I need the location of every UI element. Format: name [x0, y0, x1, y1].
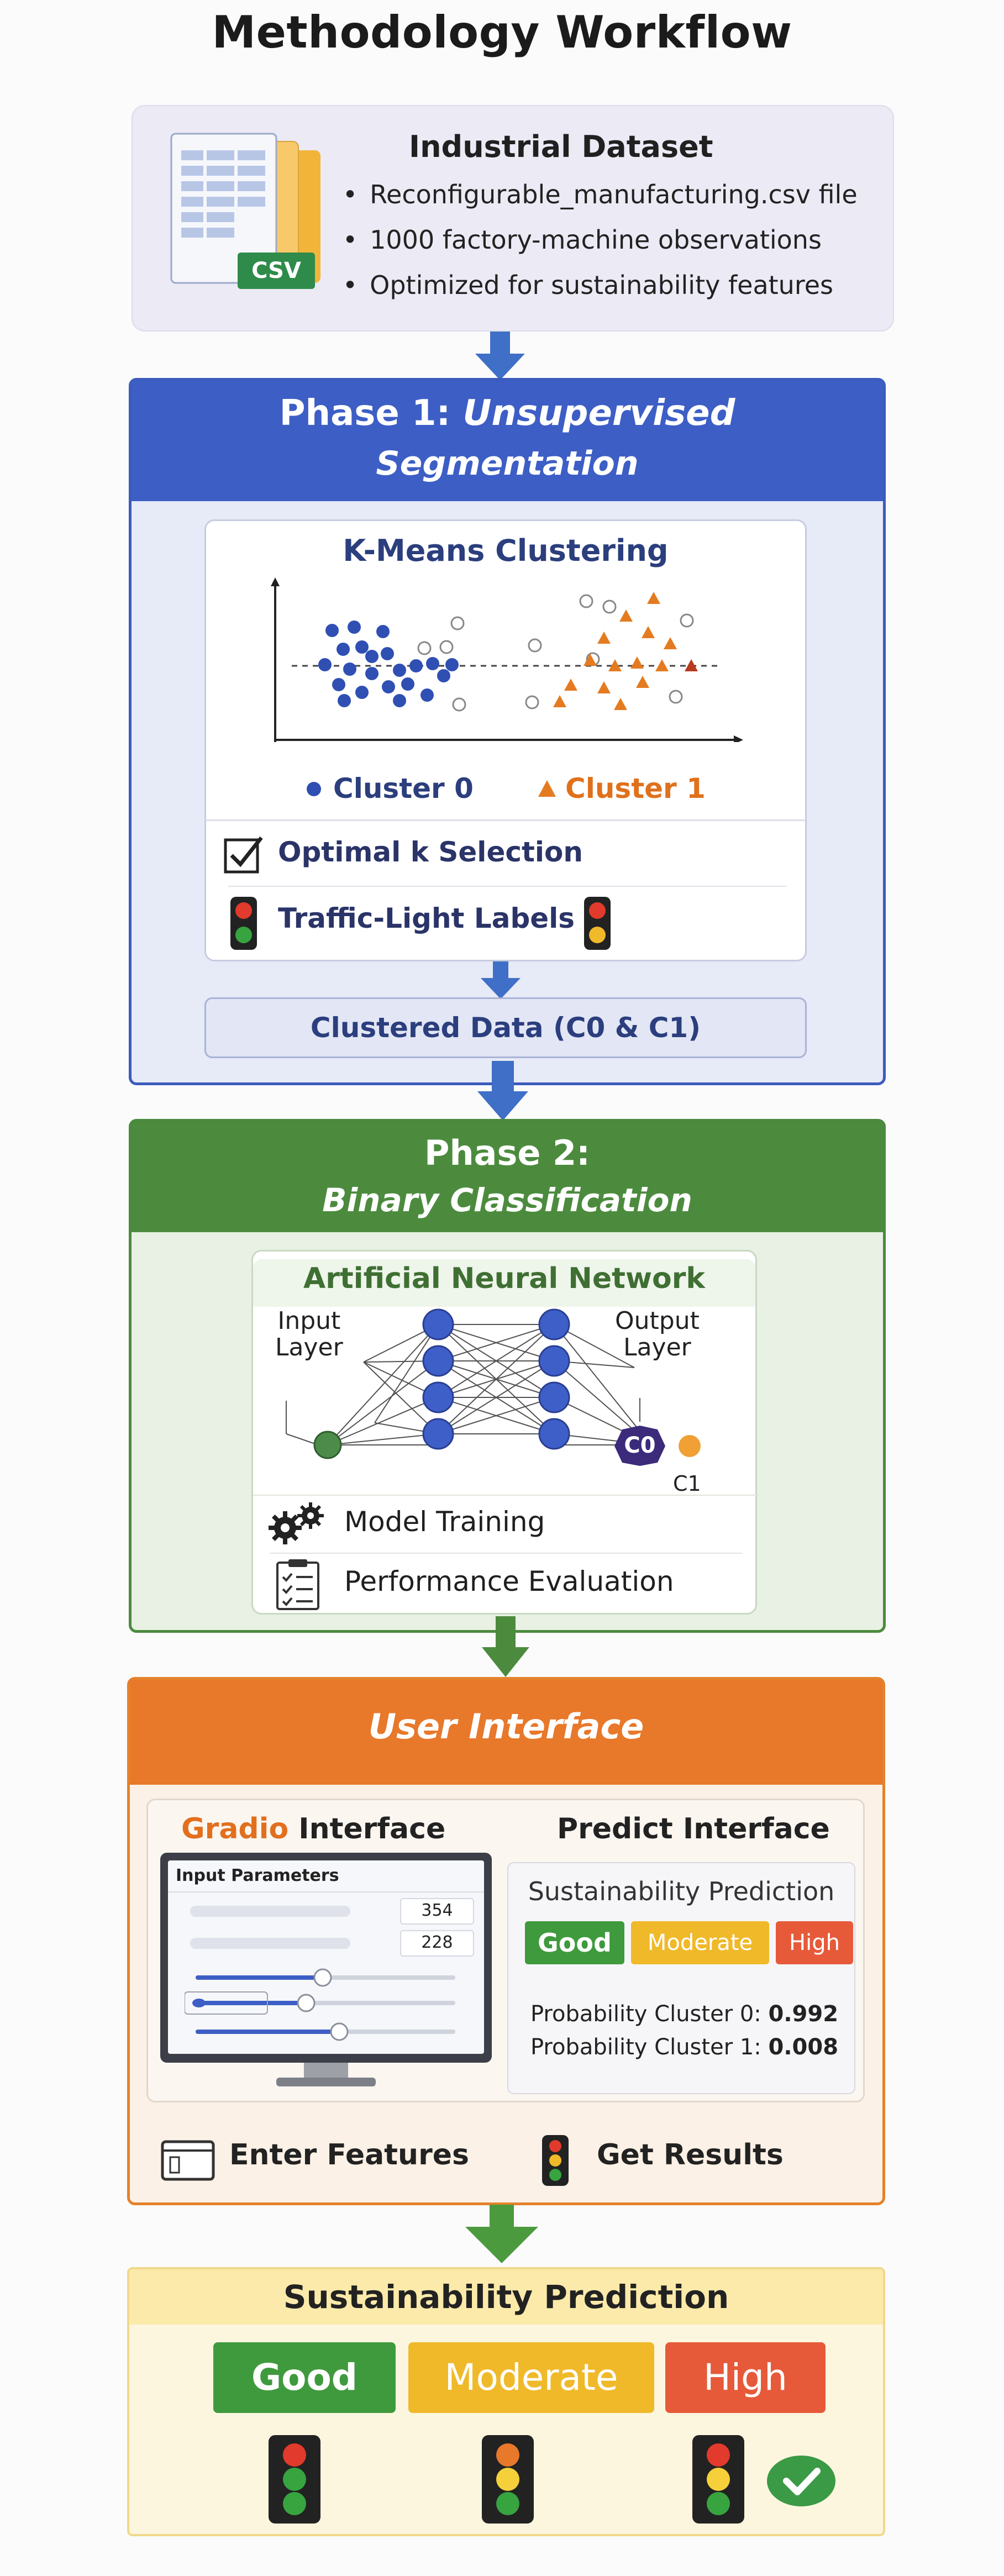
dataset-bullet: Optimized for sustainability features	[343, 269, 858, 302]
field-label-bar	[190, 1906, 350, 1917]
prediction-card-title: Sustainability Prediction	[528, 1876, 835, 1906]
field-label-bar	[190, 1938, 350, 1949]
kmeans-card: K-Means Clustering	[204, 519, 807, 961]
monitor-base	[276, 2078, 376, 2086]
probability-cluster0-value: 0.992	[768, 2001, 839, 2027]
dataset-bullet: Reconfigurable_manufacturing.csv file	[343, 178, 858, 211]
good-chip: Good	[525, 1921, 624, 1964]
phase1-subheading: Segmentation	[376, 444, 639, 483]
gradio-interface-title: Gradio Interface	[181, 1812, 445, 1846]
flow-arrow-icon	[482, 1616, 529, 1677]
prediction-card: Sustainability Prediction Good Moderate …	[507, 1862, 855, 2094]
page-title: Methodology Workflow	[212, 7, 792, 58]
traffic-light-icon	[584, 897, 611, 950]
phase1-heading-italic: Unsupervised	[462, 393, 735, 434]
monitor: Input Parameters 354 228	[160, 1853, 492, 2063]
final-prediction-panel: Sustainability Prediction Good Moderate …	[127, 2267, 885, 2536]
predict-interface-title: Predict Interface	[557, 1812, 830, 1846]
good-result: Good	[213, 2342, 396, 2413]
cluster0-legend-label: Cluster 0	[333, 772, 474, 805]
divider	[253, 1495, 759, 1496]
phase2-subheading: Binary Classification	[322, 1181, 692, 1219]
neural-network-diagram	[286, 1308, 701, 1484]
probability-cluster1-label: Probability Cluster 1:	[530, 2034, 761, 2060]
divider	[168, 1891, 484, 1892]
feature-input[interactable]: 228	[400, 1930, 474, 1957]
gears-icon	[269, 1502, 324, 1544]
ui-header: User Interface	[130, 1680, 882, 1785]
flow-arrow-icon	[475, 332, 525, 380]
probability-cluster0-label: Probability Cluster 0:	[530, 2001, 761, 2027]
gradio-word: Gradio	[181, 1812, 289, 1846]
probability-cluster1: Probability Cluster 1: 0.008	[530, 2034, 838, 2060]
model-training-label: Model Training	[344, 1506, 545, 1538]
dataset-bullet: 1000 factory-machine observations	[343, 223, 858, 256]
output-c1-label: C1	[673, 1471, 701, 1496]
enter-features-label: Enter Features	[229, 2138, 469, 2172]
output-layer-label: Output Layer	[615, 1307, 700, 1361]
optimal-k-label: Optimal k Selection	[278, 836, 583, 868]
clustered-data-box: Clustered Data (C0 & C1)	[204, 997, 807, 1058]
monitor-screen: Input Parameters 354 228	[168, 1860, 484, 2054]
form-window-icon	[161, 2140, 215, 2181]
divider	[228, 886, 786, 887]
dataset-bullets: Reconfigurable_manufacturing.csv file 10…	[343, 178, 858, 314]
cluster0-legend-icon	[307, 782, 321, 796]
input-parameters-title: Input Parameters	[176, 1866, 339, 1885]
phase2-heading: Phase 2:	[424, 1133, 590, 1173]
dataset-card: CSV Industrial Dataset Reconfigurable_ma…	[132, 105, 894, 332]
flow-arrow-icon	[481, 961, 521, 999]
traffic-light-icon	[542, 2135, 569, 2186]
kmeans-scatter-plot	[271, 577, 743, 742]
traffic-light-labels-label: Traffic-Light Labels	[278, 902, 575, 934]
interface-word: Interface	[288, 1812, 446, 1846]
cluster1-legend-icon	[538, 780, 556, 797]
moderate-result: Moderate	[408, 2342, 654, 2413]
traffic-light-good-icon	[269, 2435, 320, 2524]
moderate-chip: Moderate	[631, 1921, 769, 1964]
divider	[206, 819, 805, 821]
phase1-header: Phase 1: Unsupervised Segmentation	[132, 381, 883, 501]
cluster1-legend-label: Cluster 1	[565, 772, 706, 805]
csv-file-icon	[170, 133, 320, 289]
traffic-light-moderate-icon	[482, 2435, 534, 2524]
feature-input[interactable]: 354	[400, 1898, 474, 1925]
high-chip: High	[776, 1921, 853, 1964]
ui-heading: User Interface	[368, 1706, 644, 1747]
slider-group[interactable]	[185, 1965, 472, 2048]
get-results-label: Get Results	[597, 2138, 784, 2172]
monitor-stand	[304, 2063, 348, 2079]
flow-arrow-icon	[477, 1061, 528, 1121]
input-layer-label: Input Layer	[275, 1307, 343, 1361]
kmeans-title: K-Means Clustering	[343, 533, 669, 568]
final-prediction-heading: Sustainability Prediction	[129, 2269, 883, 2325]
probability-cluster0: Probability Cluster 0: 0.992	[530, 2001, 838, 2027]
checkbox-check-icon	[224, 836, 263, 874]
traffic-light-icon	[230, 897, 257, 950]
traffic-light-high-icon	[692, 2435, 744, 2524]
flow-arrow-icon	[465, 2205, 538, 2263]
phase1-heading: Phase 1:	[279, 393, 451, 434]
output-c0-label: C0	[624, 1433, 656, 1458]
dataset-heading: Industrial Dataset	[409, 129, 713, 164]
csv-badge-label: CSV	[251, 258, 301, 283]
checklist-icon	[276, 1559, 319, 1610]
ann-card: Artificial Neural Network	[251, 1250, 759, 1615]
phase2-header: Phase 2: Binary Classification	[132, 1122, 883, 1232]
high-result: High	[665, 2342, 826, 2413]
probability-cluster1-value: 0.008	[768, 2034, 839, 2060]
ann-title: Artificial Neural Network	[253, 1259, 755, 1307]
divider	[270, 1553, 742, 1554]
performance-evaluation-label: Performance Evaluation	[344, 1565, 674, 1597]
check-badge-icon	[767, 2456, 835, 2506]
